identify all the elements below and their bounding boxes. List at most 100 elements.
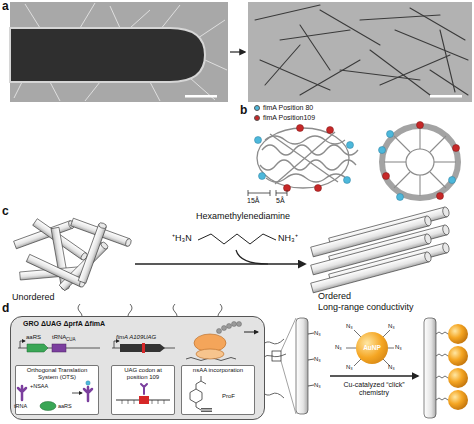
micrograph-cell xyxy=(150,82,160,101)
state-label: Ordered xyxy=(318,292,351,302)
state-label: Unordered xyxy=(12,293,55,303)
pilin-side-view xyxy=(270,134,338,182)
azide-label: N₃ xyxy=(395,344,402,351)
legend-entry: fimA Position 80 xyxy=(254,104,313,112)
ordered-pili xyxy=(311,206,450,292)
azide-label: N₃ xyxy=(388,323,395,330)
ribosome xyxy=(186,358,236,361)
residue-position-109 xyxy=(383,173,390,180)
panel-letter: c xyxy=(2,205,9,218)
amine-group: ⁺H₃N xyxy=(172,234,192,244)
ribosome xyxy=(237,322,242,327)
residue-position-80 xyxy=(259,173,266,180)
mrna-codon xyxy=(116,384,170,404)
legend-swatch xyxy=(254,105,260,111)
residue-position-109 xyxy=(453,145,460,152)
node-label: UAG codon at position 109 xyxy=(112,366,174,380)
unordered-pili xyxy=(78,222,107,283)
mrna-codon xyxy=(116,400,170,401)
ots-components xyxy=(18,386,26,400)
micrograph-pili xyxy=(320,10,380,45)
residue-position-109 xyxy=(297,125,304,132)
legend-swatch xyxy=(254,115,260,121)
residue-position-109 xyxy=(327,127,334,134)
pilin-top-view xyxy=(430,172,446,188)
process-arrow xyxy=(330,375,418,376)
nsaa-box: nsAA incorporation xyxy=(181,365,255,415)
unordered-pili xyxy=(14,218,132,291)
azide-pilus xyxy=(296,318,314,414)
micrograph-cell xyxy=(110,6,120,28)
ribosome xyxy=(222,326,227,331)
state-label: Long-range conductivity xyxy=(318,303,414,313)
legend-text: fimA Position109 xyxy=(263,114,315,122)
azide-pilus xyxy=(308,333,314,386)
ribosome xyxy=(194,334,226,352)
pilin-top-view xyxy=(394,172,410,188)
gold-decorated-pilus xyxy=(436,332,448,400)
mrna-codon xyxy=(122,400,164,404)
prof-structure xyxy=(190,389,202,403)
micrograph-pili xyxy=(300,25,330,70)
azide-label: N₃ xyxy=(346,323,353,330)
gold-decorated-pilus xyxy=(448,346,468,366)
reaction-label: Cu-catalyzed “click” chemistry xyxy=(328,381,420,396)
residue-position-109 xyxy=(284,122,460,200)
scale-bracket xyxy=(248,190,287,196)
pilin-side-view xyxy=(265,136,345,144)
ribosome xyxy=(244,332,258,333)
node-label: GRO ΔUAG ΔprfA ΔfimA xyxy=(11,317,264,328)
ots-gene-track xyxy=(27,344,48,352)
pilin-top-view xyxy=(384,128,456,196)
micrograph-cell xyxy=(14,82,22,98)
pilin-top-view xyxy=(384,161,406,162)
ribosome xyxy=(227,324,232,329)
node-label: Orthogonal Translation System (OTS) xyxy=(16,366,98,380)
mrna-codon xyxy=(139,396,149,404)
micrograph-pili xyxy=(255,5,320,20)
pilin-top-view xyxy=(430,136,446,152)
legend-text: fimA Position 80 xyxy=(263,104,313,112)
ribosome xyxy=(196,349,224,359)
zoom-box xyxy=(272,351,281,361)
micrograph-pili xyxy=(265,45,300,85)
aunp-azide-spokes xyxy=(346,330,394,366)
prof-structure xyxy=(190,376,212,412)
micrograph-cell xyxy=(10,28,205,82)
azide-label: N₃ xyxy=(314,330,321,337)
carbon-chain xyxy=(198,234,276,244)
residue-position-80 xyxy=(397,194,404,201)
residue-position-80 xyxy=(255,131,456,201)
pilin-side-view xyxy=(257,128,358,188)
ordered-pili xyxy=(311,251,432,292)
pilin-top-view xyxy=(406,149,434,175)
ots-components xyxy=(18,381,92,411)
ots-components xyxy=(72,393,82,394)
micrograph-cell xyxy=(50,82,60,101)
residue-position-80 xyxy=(344,177,351,184)
codon-box: UAG codon at position 109 xyxy=(111,365,175,415)
gold-decorated-pilus xyxy=(424,318,436,418)
micrograph-cell xyxy=(80,3,95,28)
ots-components xyxy=(40,402,56,411)
zoom-lines xyxy=(281,318,296,414)
micrograph-cell xyxy=(10,2,228,102)
micrograph-cell xyxy=(130,10,150,28)
fima-gene-track xyxy=(114,341,119,348)
ribosome xyxy=(186,322,258,361)
residue-position-80 xyxy=(255,137,262,144)
prof-structure xyxy=(196,403,212,412)
micrograph-pili xyxy=(430,95,462,98)
scale-label: 5Å xyxy=(276,197,285,205)
azide-label: N₃ xyxy=(314,356,321,363)
micrograph-pili xyxy=(410,8,465,40)
pilin-top-view xyxy=(382,126,458,198)
micrograph-pili xyxy=(380,55,450,85)
cell-pili xyxy=(262,392,284,398)
gold-decorated-pilus xyxy=(448,390,468,410)
ribosome xyxy=(232,322,237,327)
residue-position-109 xyxy=(417,122,424,129)
micrograph-pili xyxy=(280,30,350,40)
